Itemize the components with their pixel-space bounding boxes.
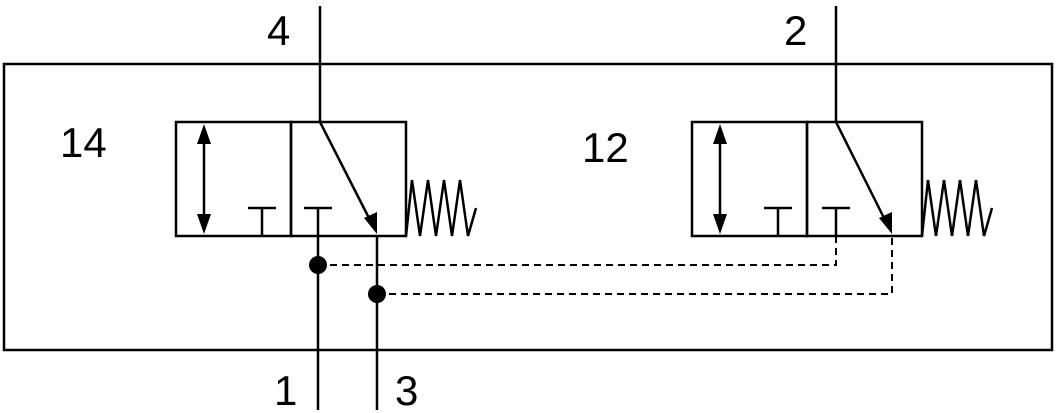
valve-right <box>690 120 994 238</box>
valve-left-position-b <box>289 120 408 238</box>
arrowhead-down-icon <box>713 214 727 234</box>
arrowhead-down-icon <box>197 214 211 234</box>
arrowhead-icon <box>364 212 377 234</box>
arrowhead-icon <box>879 212 892 234</box>
flow-arrow-icon <box>834 121 888 223</box>
valve-right-position-b <box>805 120 924 238</box>
valve-left <box>174 120 478 238</box>
pilot-lines <box>318 236 893 295</box>
pilot-line-2 <box>377 236 893 295</box>
valve-right-position-a <box>690 120 809 238</box>
junction-dot <box>368 285 386 303</box>
arrowhead-up-icon <box>713 124 727 144</box>
pilot-line-1 <box>318 236 837 266</box>
label-port-3: 3 <box>395 367 418 413</box>
spring-icon <box>920 179 994 237</box>
label-port-1: 1 <box>274 367 297 413</box>
label-port-12: 12 <box>582 124 629 171</box>
housing-frame <box>2 62 1054 352</box>
arrowhead-up-icon <box>197 124 211 144</box>
label-port-14: 14 <box>60 119 107 166</box>
spring-icon <box>404 179 478 237</box>
label-port-4: 4 <box>267 7 290 54</box>
valve-left-position-a <box>174 120 293 238</box>
label-port-2: 2 <box>784 7 807 54</box>
junction-dot <box>309 256 327 274</box>
flow-arrow-icon <box>318 121 373 223</box>
